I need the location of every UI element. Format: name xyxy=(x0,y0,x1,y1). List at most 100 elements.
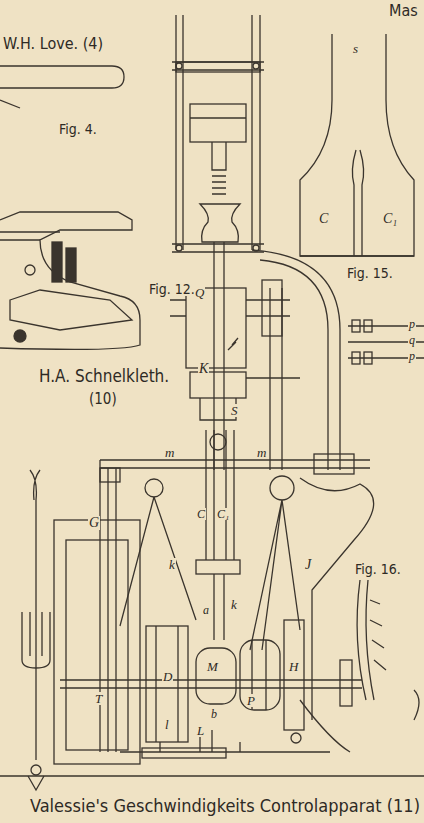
fig12-main-frame xyxy=(120,497,196,626)
fig4-anvil xyxy=(0,212,140,349)
p-q-rods xyxy=(364,352,372,364)
plate-caption: Valessie's Geschwindigkeits Controlappar… xyxy=(29,797,421,815)
fig12-upper-frame xyxy=(190,104,246,142)
fig12-shaft-pulleys xyxy=(291,733,301,743)
frame-line xyxy=(0,775,424,776)
part-letter: T xyxy=(94,692,103,705)
fig12-valve-body xyxy=(262,280,282,336)
fig12-pipes xyxy=(252,250,340,470)
fig12-main-frame xyxy=(196,560,240,574)
fig12-upper-frame xyxy=(176,63,182,69)
fig4-anvil xyxy=(0,66,124,88)
part-letter: H xyxy=(288,660,299,673)
fig4-anvil xyxy=(25,265,35,275)
fig12-main-frame xyxy=(100,460,116,752)
fig12-upper-frame xyxy=(176,62,260,72)
fig12-upper-frame xyxy=(176,245,182,251)
fig16-profile xyxy=(370,600,386,670)
part-letter: m xyxy=(256,446,267,459)
flywheel-and-fork xyxy=(31,765,41,775)
fig15-split-tube xyxy=(300,34,414,256)
fig4-anvil xyxy=(14,330,26,342)
part-letter: P xyxy=(246,694,256,707)
p-q-rods xyxy=(352,320,360,332)
fig12-pipes xyxy=(270,288,282,470)
flywheel-and-fork xyxy=(54,520,140,764)
fig12-valve-body xyxy=(170,280,300,420)
fig12-shaft-pulleys xyxy=(120,700,350,752)
fig12-pipes xyxy=(260,260,328,470)
part-letter: C₁ xyxy=(216,508,230,520)
part-letter: S xyxy=(230,404,239,417)
fig12-shaft-pulleys xyxy=(240,640,280,710)
fig12-main-frame xyxy=(206,430,234,560)
fig12-pipes xyxy=(252,250,340,470)
fig12-main-frame xyxy=(300,478,374,720)
fig4-anvil xyxy=(52,242,62,282)
fig15-split-tube xyxy=(300,255,414,256)
part-letter: C xyxy=(196,508,206,520)
fig12-main-frame xyxy=(250,500,300,650)
fig12-upper-frame xyxy=(212,176,226,194)
fig12-shaft-pulleys xyxy=(284,620,304,730)
fig12-shaft-pulleys xyxy=(146,626,188,742)
fig12-main-frame xyxy=(100,460,370,468)
fig15-split-tube xyxy=(352,150,363,256)
fig15-split-tube xyxy=(300,34,414,256)
figure-caption: W.H. Love. (4) xyxy=(2,36,104,52)
fig12-main-frame xyxy=(210,434,226,450)
fig12-main-frame xyxy=(100,430,374,752)
part-letter: G xyxy=(88,516,100,530)
flywheel-and-fork xyxy=(22,470,140,790)
fig12-main-frame xyxy=(270,476,294,500)
fig12-main-frame xyxy=(314,454,354,474)
fig12-main-frame xyxy=(214,574,224,640)
fig12-valve-body xyxy=(170,300,290,316)
part-letter: k xyxy=(230,598,238,611)
fig12-upper-frame xyxy=(212,142,226,170)
fig4-anvil xyxy=(66,248,76,282)
figure-caption: (10) xyxy=(88,392,118,407)
fig12-valve-body xyxy=(228,338,238,350)
fig12-upper-frame xyxy=(253,63,259,69)
part-letter: p xyxy=(408,318,416,330)
part-letter: J xyxy=(304,558,312,572)
figure-caption: H.A. Schnelkleth. xyxy=(38,368,170,385)
part-letter: L xyxy=(196,724,205,737)
part-letter: p xyxy=(408,350,416,362)
fig12-upper-frame xyxy=(200,204,240,242)
fig12-shaft-pulleys xyxy=(60,620,362,758)
part-letter: a xyxy=(202,604,210,616)
fig12-upper-frame xyxy=(176,15,260,250)
part-letter: C₁ xyxy=(382,212,398,226)
flywheel-and-fork xyxy=(30,470,40,760)
part-letter: D xyxy=(162,670,173,683)
p-q-rods xyxy=(364,320,372,332)
part-letter: K xyxy=(198,362,209,376)
fig16-profile xyxy=(357,580,419,720)
flywheel-and-fork xyxy=(22,612,50,668)
figure-caption: Fig. 4. xyxy=(58,122,98,136)
part-letter: q xyxy=(408,334,416,346)
fig12-main-frame xyxy=(145,479,163,497)
fig12-valve-body xyxy=(186,288,246,368)
fig4-anvil xyxy=(0,232,60,240)
fig4-anvil xyxy=(10,290,132,330)
fig12-valve-body xyxy=(246,377,300,378)
fig16-profile xyxy=(357,580,374,700)
part-letter: l xyxy=(164,718,170,731)
fig12-upper-frame xyxy=(172,62,264,252)
fig12-shaft-pulleys xyxy=(340,660,352,706)
fig12-shaft-pulleys xyxy=(60,680,362,688)
part-letter: Q xyxy=(194,286,205,299)
part-letter: s xyxy=(352,42,359,55)
fig12-shaft-pulleys xyxy=(142,748,226,758)
part-letter: b xyxy=(210,708,218,720)
figure-caption: Mas xyxy=(388,3,419,19)
figure-caption: Fig. 12. xyxy=(148,282,196,296)
flywheel-and-fork xyxy=(28,776,44,790)
fig12-upper-frame xyxy=(172,15,264,470)
fig12-shaft-pulleys xyxy=(196,648,236,704)
fig12-shaft-pulleys xyxy=(156,626,178,742)
figure-caption: Fig. 15. xyxy=(346,266,394,280)
